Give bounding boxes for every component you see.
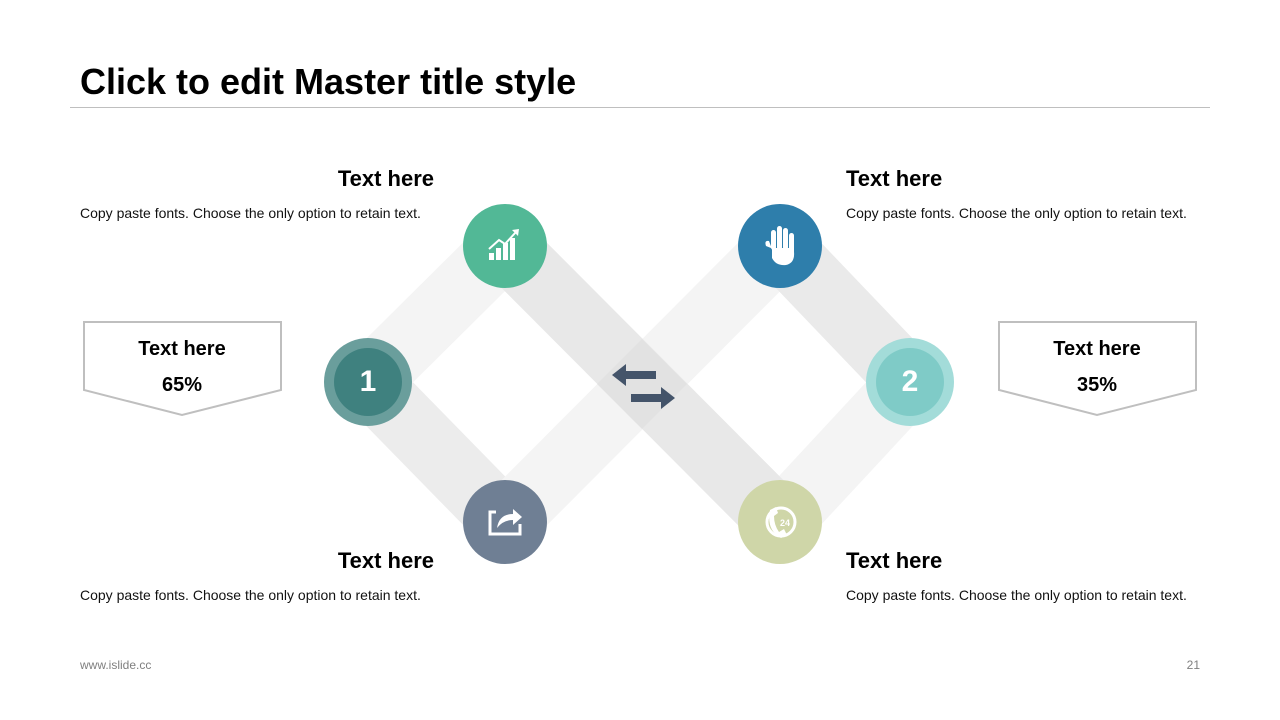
chart-growth-icon: [488, 229, 519, 260]
svg-text:24: 24: [780, 518, 790, 528]
share-icon: [488, 509, 522, 536]
block-top-left-text[interactable]: Copy paste fonts. Choose the only option…: [80, 205, 421, 221]
page-number: 21: [1186, 658, 1200, 672]
step-2-node: [866, 338, 954, 426]
block-top-left-heading[interactable]: Text here: [337, 166, 434, 191]
left-callout-value[interactable]: 65%: [161, 374, 203, 396]
hand-icon: [765, 226, 795, 266]
block-bottom-left-heading[interactable]: Text here: [337, 548, 434, 573]
step-2-label: 2: [901, 365, 919, 398]
step-1-node: [324, 338, 412, 426]
step-1-label: 1: [359, 365, 377, 398]
hand-node: [738, 204, 822, 288]
phone-24-node: 24: [738, 480, 822, 564]
phone-24-icon: 24: [765, 506, 797, 538]
block-bottom-right-text[interactable]: Copy paste fonts. Choose the only option…: [846, 587, 1187, 603]
block-bottom-left-text[interactable]: Copy paste fonts. Choose the only option…: [80, 587, 421, 603]
chart-growth-node: [463, 204, 547, 288]
exchange-arrows-icon: [612, 364, 675, 409]
center-overlap: [597, 339, 687, 429]
footer-url: www.islide.cc: [80, 658, 152, 672]
right-callout-value[interactable]: 35%: [1076, 374, 1118, 396]
block-top-right-text[interactable]: Copy paste fonts. Choose the only option…: [846, 205, 1187, 221]
right-callout-label[interactable]: Text here: [1053, 338, 1141, 360]
slide-title[interactable]: Click to edit Master title style: [80, 61, 577, 102]
block-top-right-heading[interactable]: Text here: [846, 166, 943, 191]
block-bottom-right-heading[interactable]: Text here: [846, 548, 943, 573]
title-divider: [70, 107, 1210, 108]
right-callout-shape: [998, 321, 1197, 417]
share-node: [463, 480, 547, 564]
left-callout-shape: [83, 321, 282, 417]
left-callout-label[interactable]: Text here: [138, 338, 226, 360]
